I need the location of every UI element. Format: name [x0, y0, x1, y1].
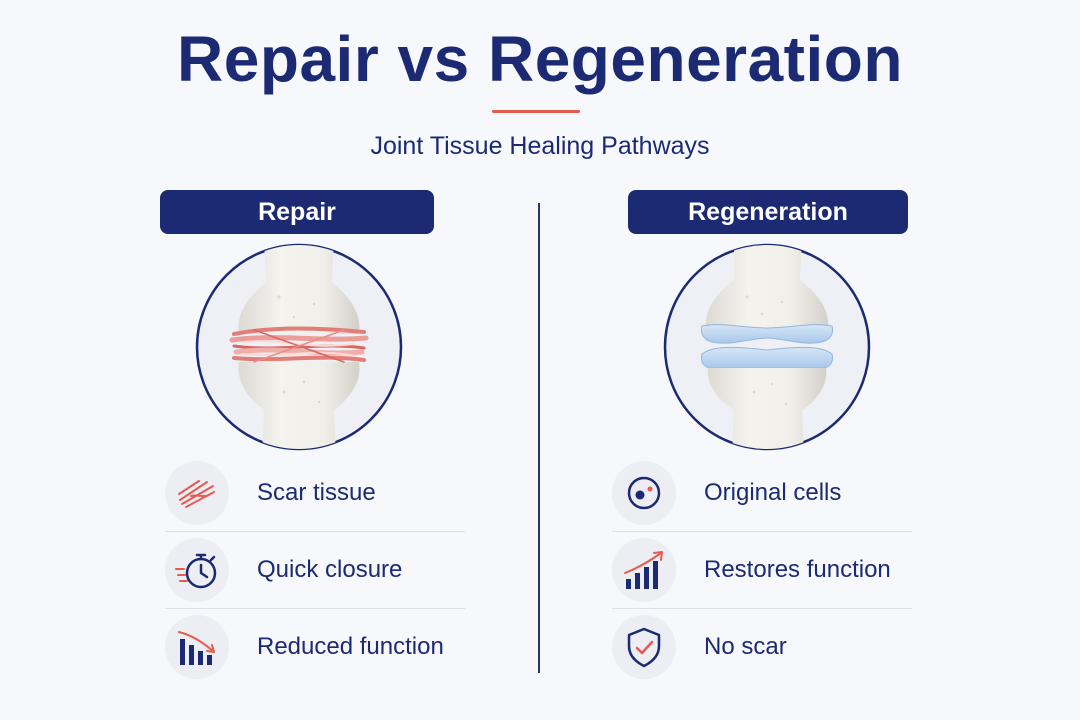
list-item: Original cells [612, 455, 912, 532]
repair-joint-illustration [194, 242, 404, 452]
repair-header: Repair [160, 190, 434, 234]
list-item: Quick closure [165, 532, 465, 609]
regeneration-joint-illustration [662, 242, 872, 452]
repair-characteristics-list: Scar tissue Quick closure Reduced [165, 455, 465, 685]
cell-icon [612, 461, 676, 525]
stopwatch-icon [165, 538, 229, 602]
list-item-label: Scar tissue [257, 479, 376, 506]
list-item-label: Restores function [704, 556, 891, 583]
declining-bars-icon [165, 615, 229, 679]
regeneration-header: Regeneration [628, 190, 908, 234]
list-item-label: Reduced function [257, 633, 444, 660]
list-item: Restores function [612, 532, 912, 609]
regeneration-characteristics-list: Original cells Restores function No scar [612, 455, 912, 685]
scar-fibers-icon [165, 461, 229, 525]
page-title: Repair vs Regeneration [177, 23, 903, 95]
list-item: Scar tissue [165, 455, 465, 532]
title-accent-line [492, 110, 580, 113]
list-item-label: Original cells [704, 479, 842, 506]
column-divider [538, 203, 540, 673]
shield-check-icon [612, 615, 676, 679]
list-item-label: Quick closure [257, 556, 403, 583]
list-item-label: No scar [704, 633, 787, 660]
list-item: No scar [612, 609, 912, 685]
rising-bars-icon [612, 538, 676, 602]
page-subtitle: Joint Tissue Healing Pathways [370, 132, 710, 160]
list-item: Reduced function [165, 609, 465, 685]
